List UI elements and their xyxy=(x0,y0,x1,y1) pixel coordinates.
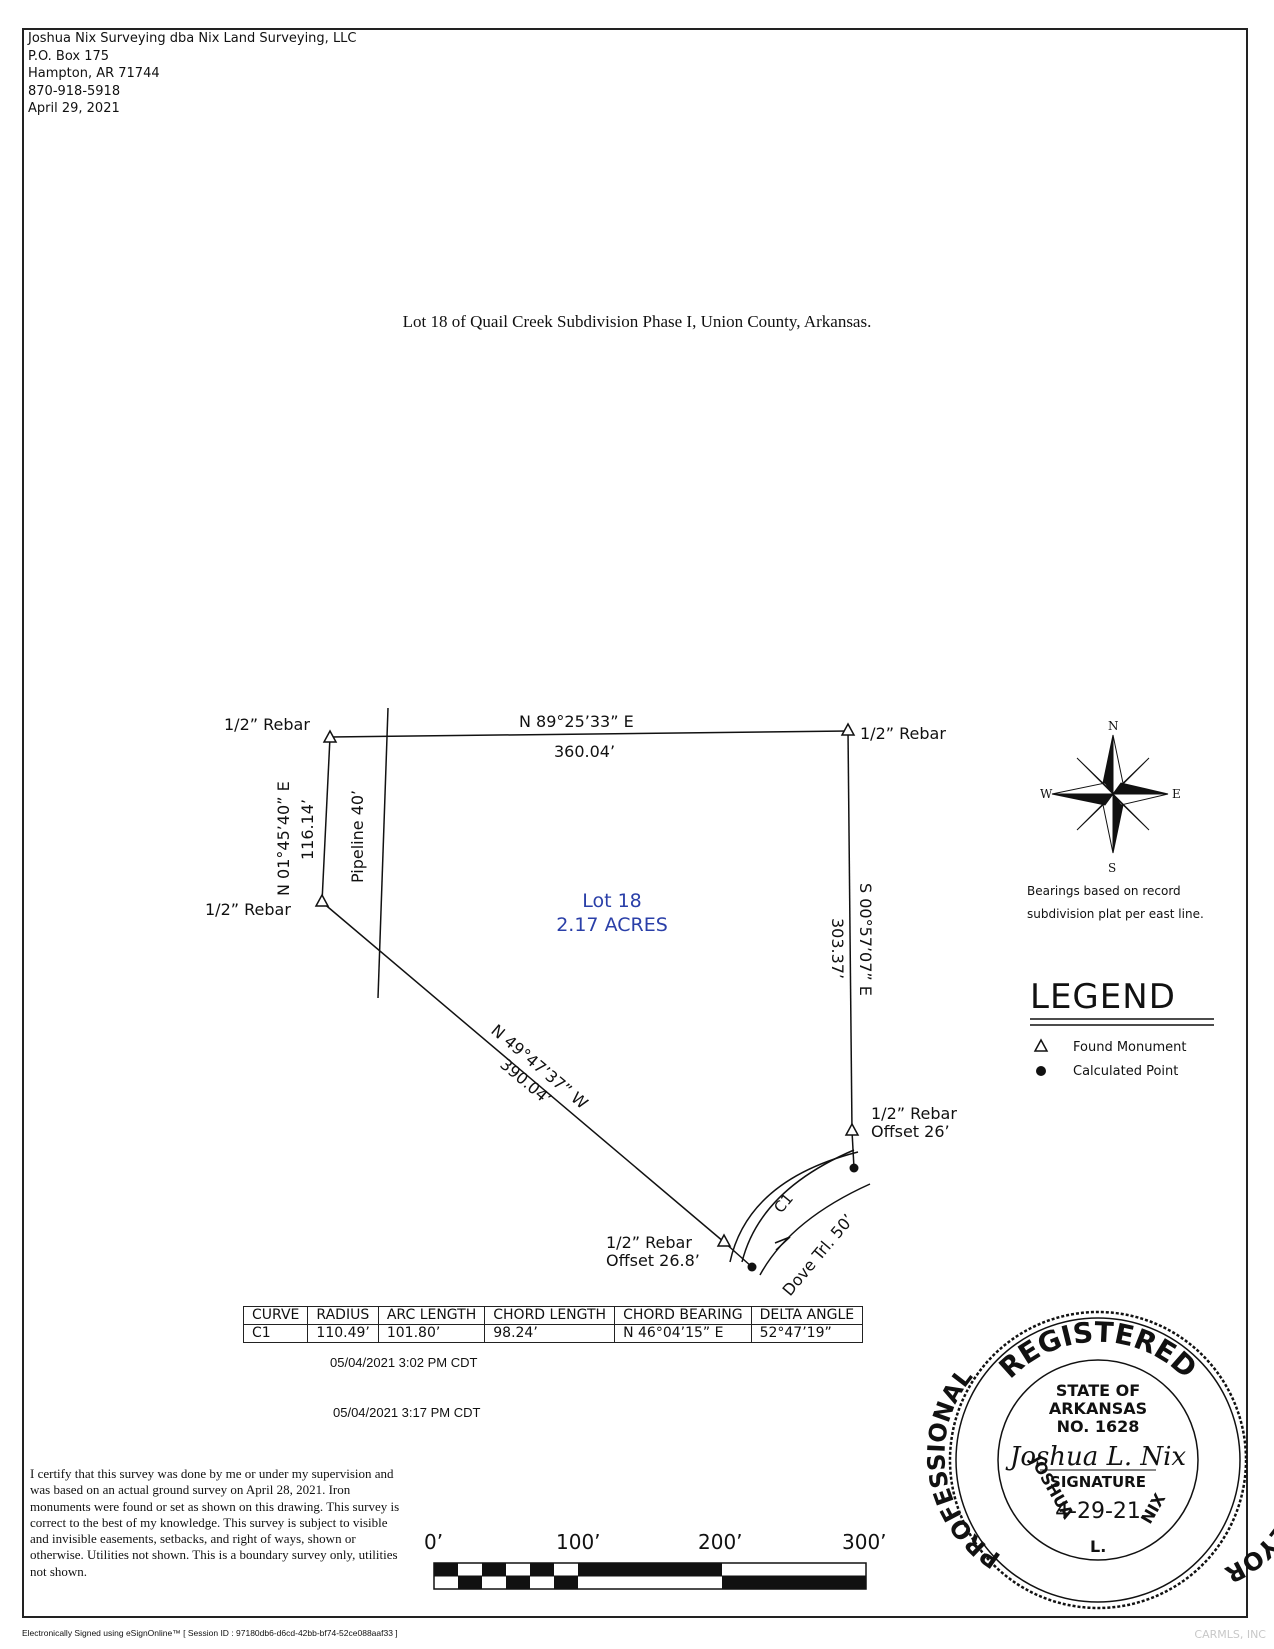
east-line xyxy=(847,730,853,1132)
seal-arkansas: ARKANSAS xyxy=(1049,1399,1147,1418)
pipeline-line xyxy=(377,707,389,999)
monument-w-icon xyxy=(314,893,330,907)
lot-area: 2.17 ACRES xyxy=(556,914,668,936)
seal-name-l: L. xyxy=(1090,1537,1106,1556)
north-bearing: N 89°25’33” E xyxy=(519,712,634,731)
watermark: CARMLS, INC xyxy=(1194,1628,1266,1641)
seal-date: 4-29-21 xyxy=(1055,1499,1141,1524)
compass-n: N xyxy=(1108,719,1119,733)
seal-number: NO. 1628 xyxy=(1057,1417,1140,1436)
svg-text:PROFESSIONAL: PROFESSIONAL xyxy=(922,1363,1005,1574)
legend-dot-icon xyxy=(1036,1066,1046,1076)
lot-boundary xyxy=(321,707,871,1276)
seal-land-surveyor: LAND SURVEYOR xyxy=(1221,1365,1274,1589)
certification-text: I certify that this survey was done by m… xyxy=(30,1466,400,1579)
svg-text:REGISTERED: REGISTERED xyxy=(993,1316,1204,1385)
road-edge-2 xyxy=(729,1151,859,1263)
scale-200: 200’ xyxy=(698,1530,743,1554)
basis-note-line2: subdivision plat per east line. xyxy=(1027,907,1204,921)
col-radius: RADIUS xyxy=(307,1306,379,1325)
monument-nw-icon xyxy=(322,729,338,743)
found-monuments xyxy=(314,722,860,1247)
compass-e: E xyxy=(1172,787,1181,801)
seal-state-of: STATE OF xyxy=(1056,1381,1140,1400)
east-bearing: S 00°57’07” E xyxy=(856,883,875,996)
lot-name: Lot 18 xyxy=(582,890,642,912)
east-distance: 303.37’ xyxy=(828,918,847,979)
southwest-line xyxy=(321,901,725,1243)
label-rebar-se: 1/2” Rebar xyxy=(871,1104,957,1123)
scale-300: 300’ xyxy=(842,1530,887,1554)
north-distance: 360.04’ xyxy=(554,742,615,761)
west-bearing: N 01°45’40” E xyxy=(274,781,293,896)
cell-chord-bearing: N 46°04’15” E xyxy=(614,1324,752,1343)
legend-found: Found Monument xyxy=(1073,1040,1186,1055)
phone: 870-918-5918 xyxy=(28,83,121,99)
compass-rose-icon: N S W E xyxy=(1040,719,1181,875)
curve-table: CURVE RADIUS ARC LENGTH CHORD LENGTH CHO… xyxy=(242,1306,864,1343)
compass-s: S xyxy=(1108,861,1116,875)
city-state: Hampton, AR 71744 xyxy=(28,66,160,81)
basis-note-line1: Bearings based on record xyxy=(1027,884,1181,898)
col-chord-length: CHORD LENGTH xyxy=(484,1306,616,1325)
label-rebar-nw: 1/2” Rebar xyxy=(224,715,310,734)
curve-table-header: CURVE RADIUS ARC LENGTH CHORD LENGTH CHO… xyxy=(242,1306,864,1325)
seal-name-nix: NIX xyxy=(1137,1489,1170,1527)
road-label: Dove Trl. 50’ xyxy=(779,1210,858,1299)
cell-delta-angle: 52°47’19” xyxy=(750,1324,864,1343)
legend: LEGEND Found Monument Calculated Point xyxy=(1030,977,1214,1079)
cell-radius: 110.49’ xyxy=(307,1324,379,1343)
label-rebar-w: 1/2” Rebar xyxy=(205,900,291,919)
monument-ne-icon xyxy=(840,722,856,736)
survey-title: Lot 18 of Quail Creek Subdivision Phase … xyxy=(402,312,872,331)
compass-w: W xyxy=(1040,787,1053,801)
cell-curve: C1 xyxy=(242,1324,309,1343)
company-name: Joshua Nix Surveying dba Nix Land Survey… xyxy=(28,31,357,46)
label-rebar-ne: 1/2” Rebar xyxy=(860,724,946,743)
seal-signature-label: SIGNATURE xyxy=(1050,1473,1146,1491)
pipeline-label: Pipeline 40’ xyxy=(348,790,367,883)
surveyor-seal: REGISTERED PROFESSIONAL LAND SURVEYOR ST… xyxy=(922,1310,1274,1610)
legend-triangle-icon xyxy=(1033,1038,1049,1052)
label-offset-se: Offset 26’ xyxy=(871,1122,950,1141)
label-rebar-s: 1/2” Rebar xyxy=(606,1233,692,1252)
scale-0: 0’ xyxy=(424,1530,443,1554)
table-row: C1 110.49’ 101.80’ 98.24’ N 46°04’15” E … xyxy=(242,1324,864,1343)
col-delta-angle: DELTA ANGLE xyxy=(750,1306,864,1325)
legend-title: LEGEND xyxy=(1030,977,1176,1017)
seal-registered: REGISTERED xyxy=(993,1316,1204,1385)
curve-label: C1 xyxy=(770,1190,797,1217)
road-edge-3 xyxy=(759,1183,871,1276)
signed-time-1: 05/04/2021 3:02 PM CDT xyxy=(330,1355,478,1370)
po-box: P.O. Box 175 xyxy=(28,48,110,64)
calculated-point-east-icon xyxy=(849,1163,859,1173)
north-line xyxy=(329,730,849,738)
survey-date: April 29, 2021 xyxy=(28,101,120,116)
col-arc-length: ARC LENGTH xyxy=(377,1306,486,1325)
signed-time-2: 05/04/2021 3:17 PM CDT xyxy=(333,1405,481,1420)
road-arrow xyxy=(774,1236,791,1251)
cell-chord-length: 98.24’ xyxy=(484,1324,616,1343)
svg-text:LAND SURVEYOR: LAND SURVEYOR xyxy=(1221,1365,1274,1589)
legend-calculated: Calculated Point xyxy=(1073,1064,1178,1079)
seal-signature: Joshua L. Nix xyxy=(1005,1442,1187,1472)
calculated-point-south-icon xyxy=(747,1262,757,1272)
monument-s-icon xyxy=(716,1233,732,1247)
surveyor-header: Joshua Nix Surveying dba Nix Land Survey… xyxy=(28,30,357,118)
west-line xyxy=(321,736,331,903)
west-distance: 116.14’ xyxy=(298,799,317,860)
monument-se-icon xyxy=(844,1122,860,1136)
label-offset-s: Offset 26.8’ xyxy=(606,1251,700,1270)
col-chord-bearing: CHORD BEARING xyxy=(614,1306,752,1325)
col-curve: CURVE xyxy=(242,1306,309,1325)
east-offset-line xyxy=(851,1130,855,1169)
esign-footer: Electronically Signed using eSignOnline™… xyxy=(22,1628,398,1638)
cell-arc-length: 101.80’ xyxy=(377,1324,486,1343)
scale-bar: 0’ 100’ 200’ 300’ xyxy=(424,1530,887,1590)
drawing-frame xyxy=(22,28,1248,1618)
scale-100: 100’ xyxy=(556,1530,601,1554)
seal-professional: PROFESSIONAL xyxy=(922,1363,1005,1574)
